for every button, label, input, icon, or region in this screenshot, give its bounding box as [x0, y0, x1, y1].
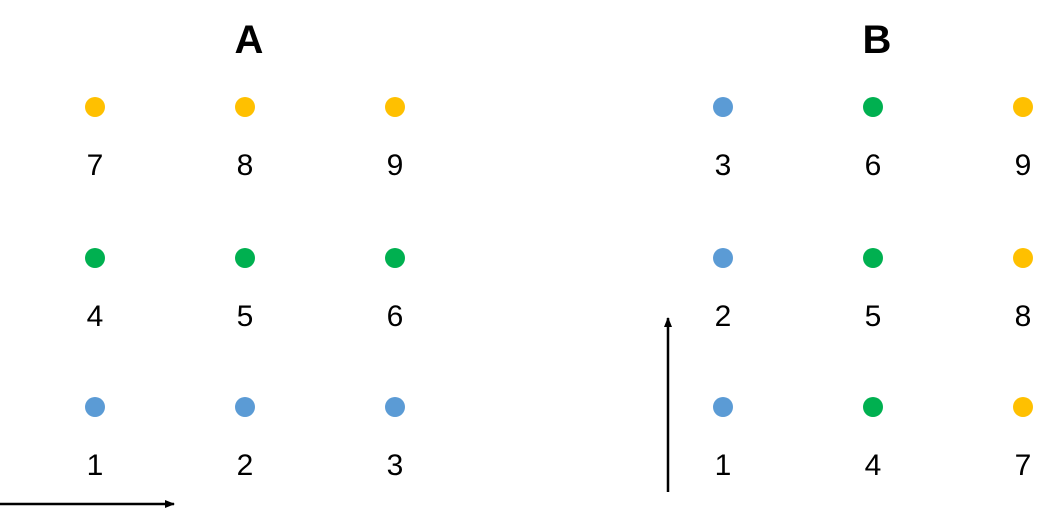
dot-a-r1-c2	[385, 248, 405, 268]
label-b-r2-c2: 7	[1015, 449, 1032, 482]
label-a-r2-c2: 3	[387, 449, 404, 482]
panel-a-title: A	[235, 18, 264, 62]
panel-b: B 3 6 9 2 5 8 1 4 7	[664, 18, 1033, 492]
dot-a-r1-c1	[235, 248, 255, 268]
dot-b-r1-c0	[713, 248, 733, 268]
label-b-r0-c0: 3	[715, 149, 732, 182]
dot-b-r0-c1	[863, 97, 883, 117]
dot-b-r0-c2	[1013, 97, 1033, 117]
label-b-r2-c0: 1	[715, 449, 732, 482]
label-a-r0-c1: 8	[237, 149, 254, 182]
dot-a-r0-c0	[85, 97, 105, 117]
dot-b-r1-c1	[863, 248, 883, 268]
dot-b-r2-c2	[1013, 397, 1033, 417]
dot-a-r1-c0	[85, 248, 105, 268]
dot-b-r0-c0	[713, 97, 733, 117]
panel-a: A 7 8 9 4 5 6 1 2 3	[0, 18, 405, 508]
label-a-r1-c0: 4	[87, 300, 104, 333]
label-a-r2-c1: 2	[237, 449, 254, 482]
dot-b-r2-c0	[713, 397, 733, 417]
panel-b-title: B	[863, 18, 892, 62]
label-b-r1-c1: 5	[865, 300, 882, 333]
label-b-r2-c1: 4	[865, 449, 882, 482]
label-a-r1-c1: 5	[237, 300, 254, 333]
label-b-r0-c2: 9	[1015, 149, 1032, 182]
dot-a-r2-c1	[235, 397, 255, 417]
dot-a-r2-c2	[385, 397, 405, 417]
dot-a-r0-c1	[235, 97, 255, 117]
label-b-r1-c0: 2	[715, 300, 732, 333]
label-a-r1-c2: 6	[387, 300, 404, 333]
dot-b-r1-c2	[1013, 248, 1033, 268]
label-a-r0-c0: 7	[87, 149, 104, 182]
label-a-r2-c0: 1	[87, 449, 104, 482]
label-b-r0-c1: 6	[865, 149, 882, 182]
dot-a-r0-c2	[385, 97, 405, 117]
dot-b-r2-c1	[863, 397, 883, 417]
label-b-r1-c2: 8	[1015, 300, 1032, 333]
label-a-r0-c2: 9	[387, 149, 404, 182]
dot-a-r2-c0	[85, 397, 105, 417]
